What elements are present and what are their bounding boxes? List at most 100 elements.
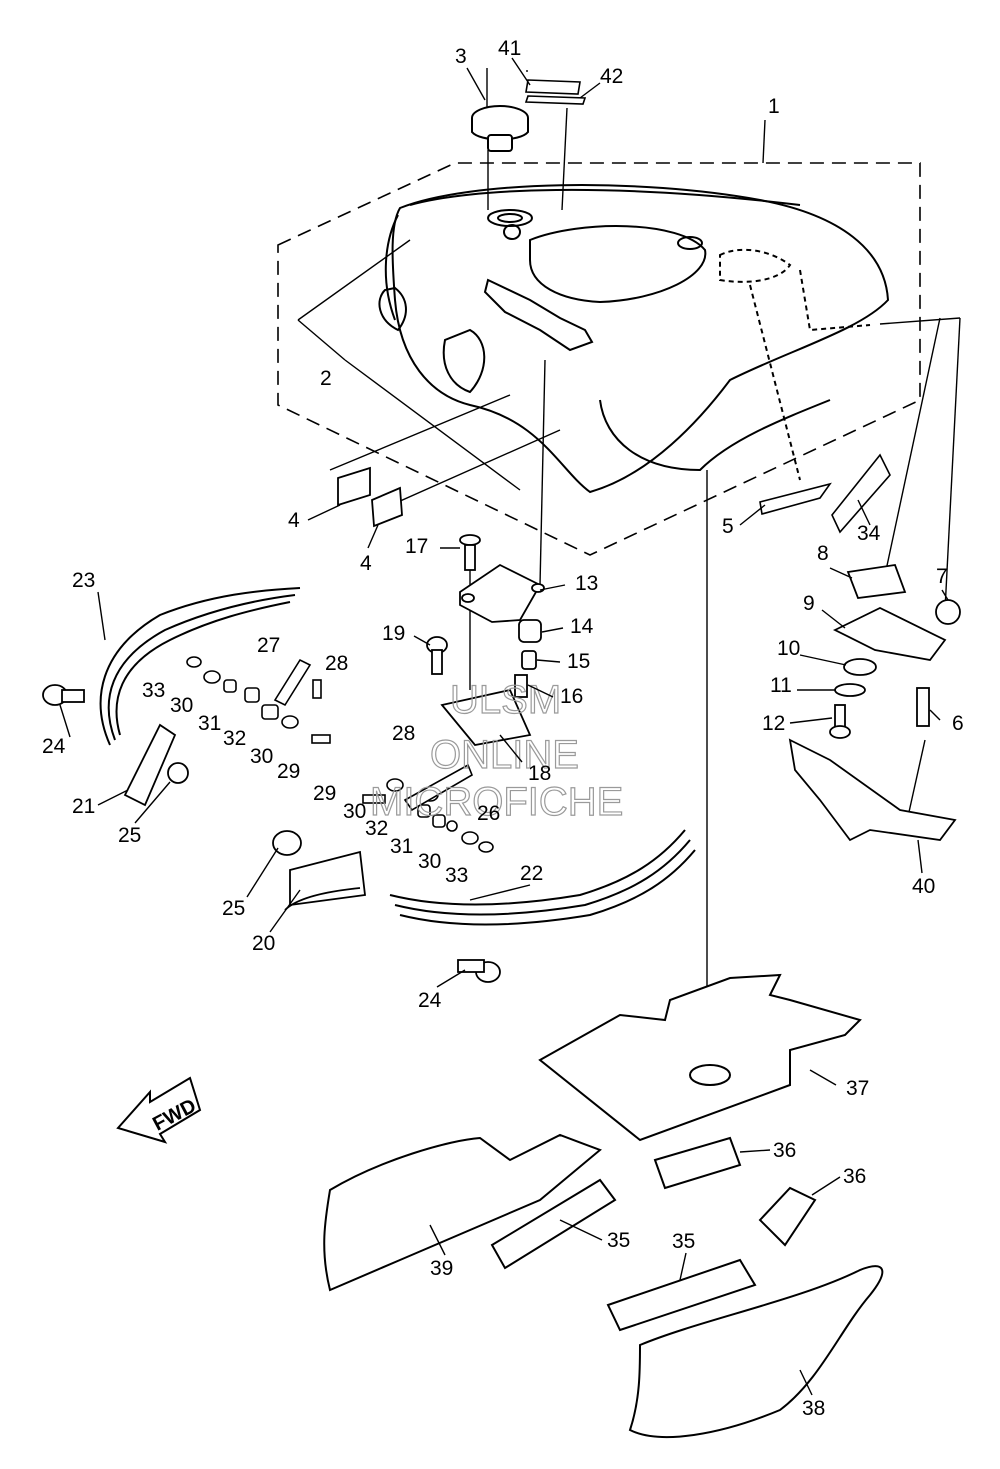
callout-41: 41: [498, 37, 521, 60]
forward-arrow-icon: FWD: [116, 1076, 202, 1144]
pad-35b: [606, 1258, 757, 1332]
pad-36b: [758, 1186, 817, 1247]
emblem-4b: [371, 486, 403, 528]
callout-leaders: [59, 57, 949, 1396]
callout-1: 1: [768, 95, 780, 118]
bracket-9: [832, 606, 947, 661]
callout-30c: 30: [343, 800, 366, 823]
callout-14: 14: [570, 615, 594, 638]
watermark-line1: ULSM: [450, 678, 561, 722]
bolt-17: [459, 534, 481, 571]
bracket-8: [846, 564, 907, 599]
callout-30b: 30: [250, 745, 273, 768]
callout-33b: 33: [445, 864, 468, 887]
callout-36b: 36: [843, 1165, 866, 1188]
collar-15: [521, 650, 537, 670]
bolt-24a: [42, 684, 85, 706]
collar-25a: [167, 762, 189, 784]
callout-20: 20: [252, 932, 275, 955]
callout-24b: 24: [418, 989, 442, 1012]
callout-35a: 35: [607, 1229, 630, 1252]
label-5: [759, 482, 832, 516]
emblem-4a: [337, 466, 371, 507]
side-cover-23: [99, 587, 301, 746]
callout-15: 15: [567, 650, 590, 673]
callout-9: 9: [803, 592, 815, 615]
bolt-24b: [457, 959, 501, 983]
tank-assembly-outline: [277, 162, 921, 556]
callout-25b: 25: [222, 897, 245, 920]
callout-22: 22: [520, 862, 543, 885]
callout-3: 3: [455, 45, 467, 68]
label-42: [524, 95, 587, 105]
callout-7: 7: [936, 565, 948, 588]
bracket-18: [440, 674, 532, 746]
damper-14: [518, 619, 542, 643]
callout-28b: 28: [392, 722, 415, 745]
callout-10: 10: [777, 637, 800, 660]
callout-42: 42: [600, 65, 623, 88]
pad-38: [628, 1265, 884, 1439]
side-cover-22: [389, 829, 696, 926]
callout-27: 27: [257, 634, 280, 657]
bracket-40: [788, 738, 957, 842]
callout-30d: 30: [418, 850, 441, 873]
washer-10: [843, 658, 877, 676]
callout-29a: 29: [277, 760, 300, 783]
bolt-19: [426, 636, 448, 675]
fuel-tank: [378, 184, 890, 494]
callout-25a: 25: [118, 824, 141, 847]
callout-23: 23: [72, 569, 95, 592]
callout-21: 21: [72, 795, 95, 818]
washer-11: [834, 683, 866, 697]
callout-18: 18: [528, 762, 551, 785]
callout-4b: 4: [360, 552, 372, 575]
callout-11: 11: [770, 674, 792, 697]
callout-30a: 30: [170, 694, 193, 717]
watermark-line3: MICROFICHE: [370, 780, 623, 824]
callout-39: 39: [430, 1257, 453, 1280]
leader-lines: [297, 68, 961, 1075]
nut-7: [935, 599, 961, 625]
callout-12: 12: [762, 712, 785, 735]
collar-25b: [272, 830, 302, 856]
watermark: ULSM ONLINE MICROFICHE: [369, 677, 624, 824]
stud-6: [916, 687, 930, 727]
callout-19: 19: [382, 622, 405, 645]
callout-17: 17: [405, 535, 428, 558]
bolt-12: [829, 704, 851, 739]
callout-29b: 29: [313, 782, 336, 805]
callout-31b: 31: [390, 835, 413, 858]
callout-6: 6: [952, 712, 964, 735]
callout-40: 40: [912, 875, 935, 898]
callout-35b: 35: [672, 1230, 695, 1253]
callout-37: 37: [846, 1077, 869, 1100]
label-34: [831, 453, 891, 534]
callout-34: 34: [857, 522, 881, 545]
callout-32b: 32: [365, 817, 388, 840]
pad-36a: [653, 1136, 742, 1190]
bracket-13: [459, 563, 545, 623]
small-parts-center: [362, 763, 494, 853]
callout-32a: 32: [223, 727, 246, 750]
bracket-21: [123, 723, 177, 807]
callout-33a: 33: [142, 679, 165, 702]
callout-28a: 28: [325, 652, 348, 675]
callouts: 1 2 3 4 4 5 6 7 8 9 10 11 12 13 14 15 16…: [42, 37, 964, 1420]
callout-31a: 31: [198, 712, 221, 735]
callout-26: 26: [477, 802, 500, 825]
pad-39: [323, 1133, 602, 1292]
callout-16: 16: [560, 685, 583, 708]
callout-8: 8: [817, 542, 829, 565]
pad-35a: [490, 1178, 617, 1270]
small-parts-left: [186, 656, 331, 744]
bracket-20: [284, 850, 366, 911]
tank-cap: [471, 105, 529, 152]
callout-13: 13: [575, 572, 598, 595]
label-41: [525, 79, 581, 95]
pad-37: [538, 973, 862, 1142]
callout-24a: 24: [42, 735, 66, 758]
callout-38: 38: [802, 1397, 825, 1420]
callout-4a: 4: [288, 509, 300, 532]
